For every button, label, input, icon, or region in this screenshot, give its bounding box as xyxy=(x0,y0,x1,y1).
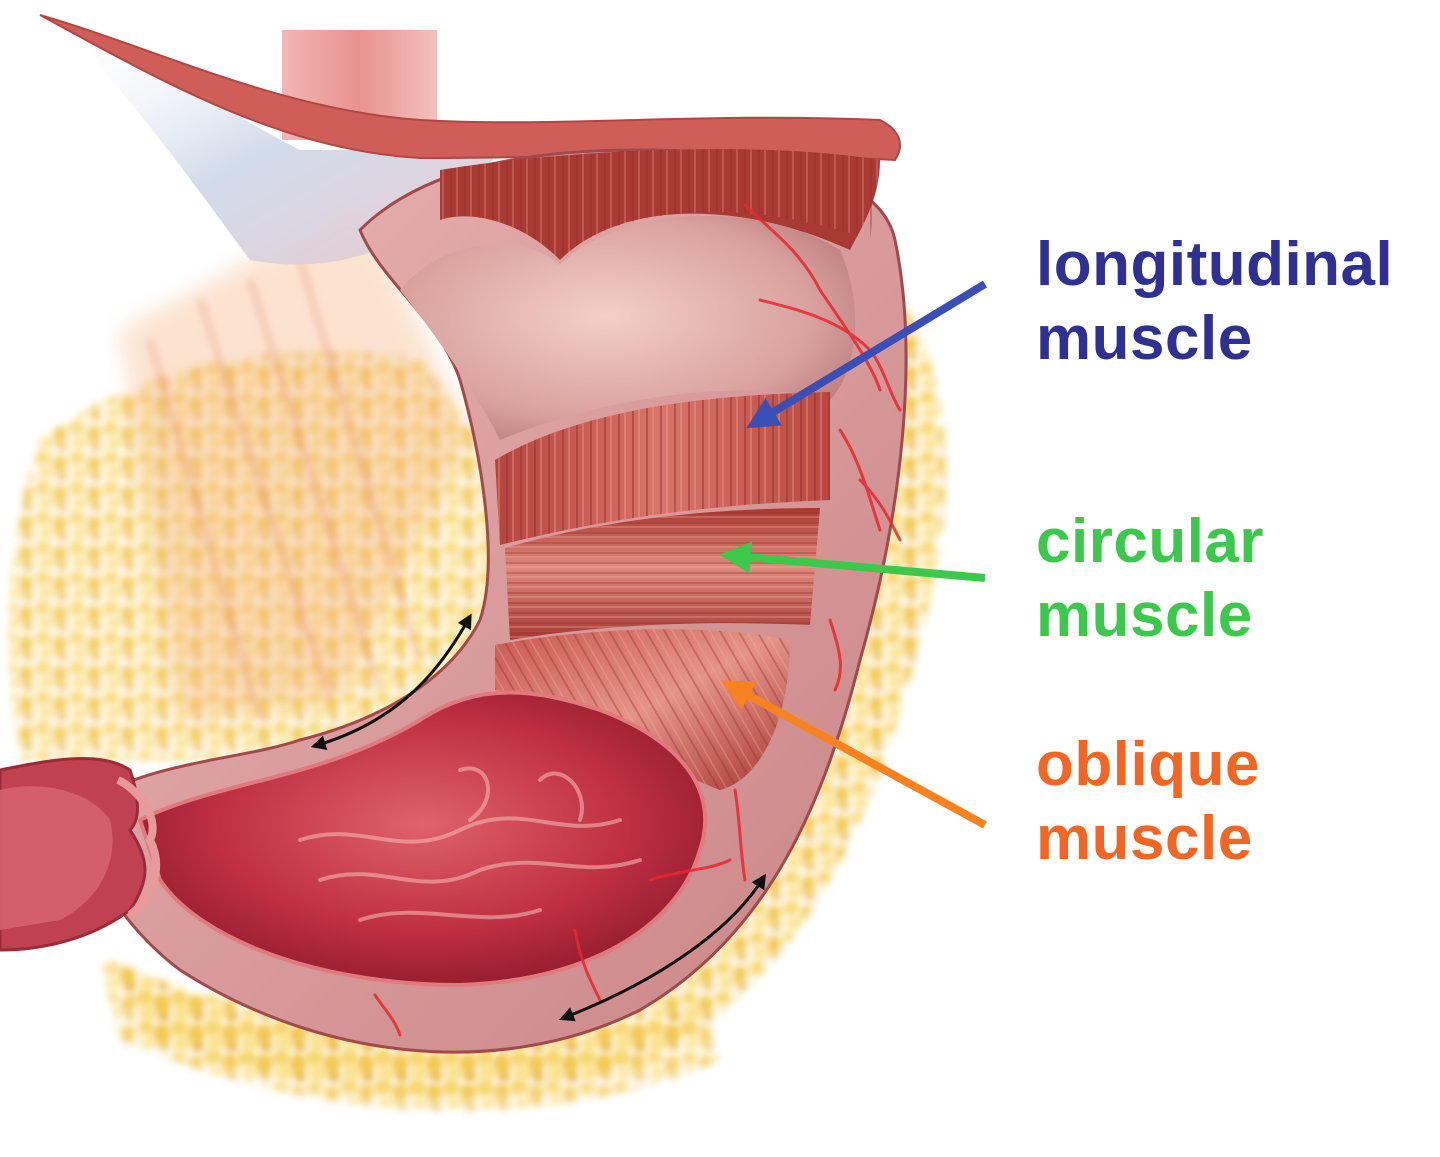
greater-curvature-double-arrow xyxy=(559,873,767,1022)
omentum-fat-greater-curvature xyxy=(100,260,945,1111)
diaphragm-membrane xyxy=(39,14,901,162)
circular-muscle-layer xyxy=(505,508,820,640)
label-longitudinal-line1: longitudinal xyxy=(1036,230,1394,299)
label-circular-line2: muscle xyxy=(1036,581,1253,650)
lesser-curvature-double-arrow xyxy=(310,613,472,750)
inner-lining-upper xyxy=(400,215,856,440)
oblique-muscle-layer xyxy=(495,629,790,790)
longitudinal-muscle-layer xyxy=(495,392,830,545)
label-longitudinal-line2: muscle xyxy=(1036,304,1253,373)
pylorus-duodenum xyxy=(0,756,161,952)
label-oblique-line1: oblique xyxy=(1036,730,1260,799)
longitudinal-arrow xyxy=(746,280,988,429)
circular-arrow xyxy=(719,541,986,582)
oblique-arrow xyxy=(720,680,987,829)
label-oblique-muscle: oblique muscle xyxy=(1036,728,1260,876)
label-circular-muscle: circular muscle xyxy=(1036,505,1264,653)
label-circular-line1: circular xyxy=(1036,507,1265,576)
label-oblique-line2: muscle xyxy=(1036,804,1253,873)
label-longitudinal-muscle: longitudinal muscle xyxy=(1036,228,1393,376)
